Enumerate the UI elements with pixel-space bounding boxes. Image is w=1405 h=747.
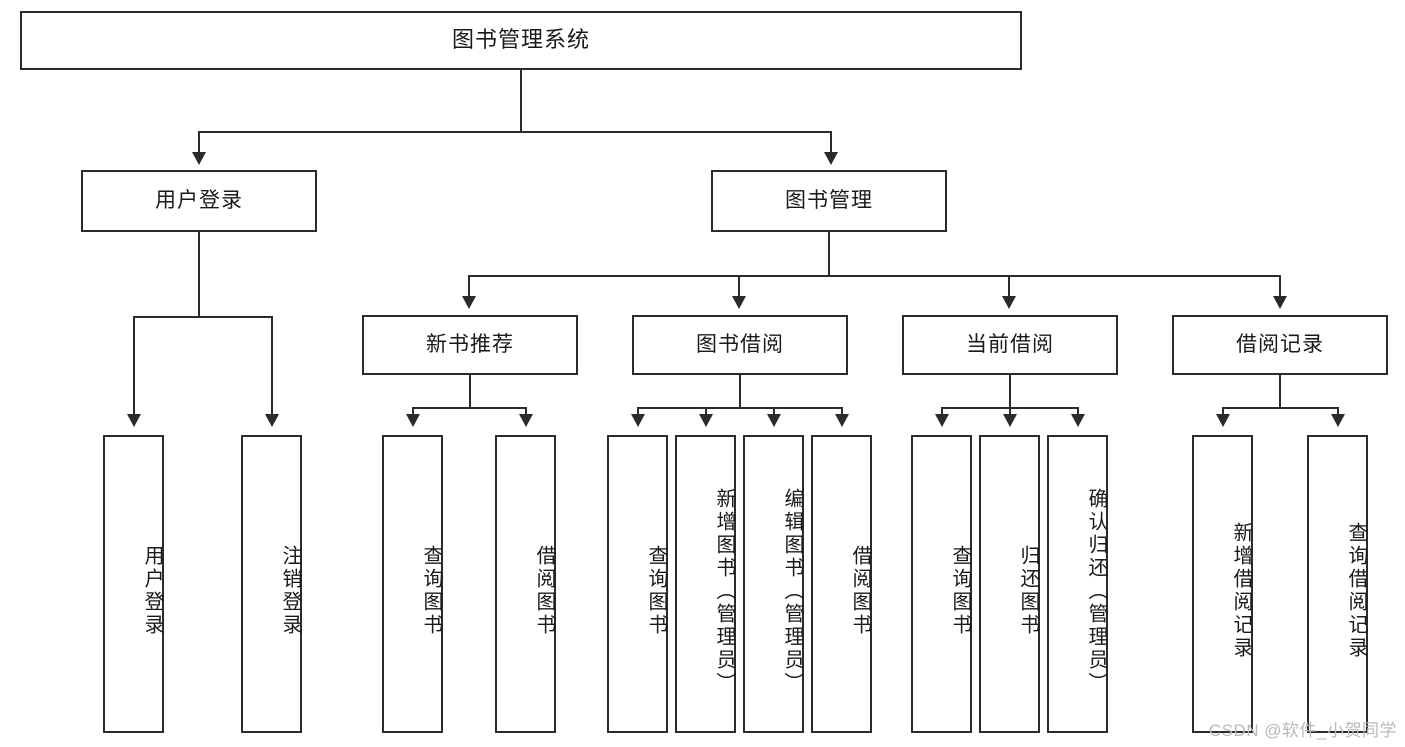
connector-br-stem <box>1279 375 1281 408</box>
node-current-borrow[interactable]: 当前借阅 <box>902 315 1118 375</box>
node-label: 图书管理 <box>785 189 873 213</box>
connector-bb-bus <box>637 407 843 409</box>
connector-root-drop-2 <box>830 131 832 153</box>
arrowhead-leaf-nbr-1 <box>406 414 420 427</box>
connector-bb-drop-3 <box>773 407 775 415</box>
connector-root-bus <box>198 131 832 133</box>
connector-cb-stem <box>1009 375 1011 408</box>
arrowhead-to-user-login <box>192 152 206 165</box>
connector-root-stem <box>520 70 522 132</box>
connector-nbr-drop-2 <box>525 407 527 415</box>
connector-user-login-drop-2 <box>271 316 273 415</box>
arrowhead-leaf-user-login-1 <box>127 414 141 427</box>
node-book-borrow[interactable]: 图书借阅 <box>632 315 848 375</box>
leaf-label: 新增图书（管理员） <box>713 487 735 695</box>
connector-l3-drop-2 <box>738 275 740 297</box>
node-user-login[interactable]: 用户登录 <box>81 170 317 232</box>
leaf-bb-borrow-book[interactable]: 借阅图书 <box>811 435 872 733</box>
connector-bb-drop-2 <box>705 407 707 415</box>
arrowhead-to-current-borrow <box>1002 296 1016 309</box>
node-borrow-record[interactable]: 借阅记录 <box>1172 315 1388 375</box>
connector-br-bus <box>1222 407 1338 409</box>
node-label: 当前借阅 <box>966 333 1054 357</box>
leaf-label: 查询图书 <box>420 545 442 637</box>
connector-bb-stem <box>739 375 741 408</box>
leaf-label: 查询图书 <box>645 545 667 637</box>
connector-root-drop-1 <box>198 131 200 153</box>
node-label: 图书管理系统 <box>451 27 590 53</box>
arrowhead-leaf-user-login-2 <box>265 414 279 427</box>
leaf-label: 借阅图书 <box>849 545 871 637</box>
leaf-label: 借阅图书 <box>533 545 555 637</box>
connector-br-drop-2 <box>1337 407 1339 415</box>
node-book-management[interactable]: 图书管理 <box>711 170 947 232</box>
connector-bb-drop-4 <box>841 407 843 415</box>
arrowhead-leaf-nbr-2 <box>519 414 533 427</box>
connector-nbr-stem <box>469 375 471 408</box>
arrowhead-leaf-cb-1 <box>935 414 949 427</box>
connector-l3-drop-1 <box>468 275 470 297</box>
arrowhead-to-book-borrow <box>732 296 746 309</box>
connector-br-drop-1 <box>1222 407 1224 415</box>
connector-cb-drop-1 <box>941 407 943 415</box>
leaf-label: 查询图书 <box>949 545 971 637</box>
leaf-br-add-record[interactable]: 新增借阅记录 <box>1192 435 1253 733</box>
node-label: 图书借阅 <box>696 333 784 357</box>
leaf-nbr-query-book[interactable]: 查询图书 <box>382 435 443 733</box>
arrowhead-leaf-bb-4 <box>835 414 849 427</box>
arrowhead-to-new-book-recommend <box>462 296 476 309</box>
arrowhead-leaf-cb-3 <box>1071 414 1085 427</box>
arrowhead-leaf-cb-2 <box>1003 414 1017 427</box>
node-label: 用户登录 <box>155 189 243 213</box>
node-root-book-management-system[interactable]: 图书管理系统 <box>20 11 1022 70</box>
arrowhead-leaf-bb-2 <box>699 414 713 427</box>
connector-book-management-bus <box>468 275 1280 277</box>
leaf-cb-confirm-return-admin[interactable]: 确认归还（管理员） <box>1047 435 1108 733</box>
connector-cb-drop-3 <box>1077 407 1079 415</box>
connector-nbr-drop-1 <box>412 407 414 415</box>
connector-bb-drop-1 <box>637 407 639 415</box>
leaf-cb-query-book[interactable]: 查询图书 <box>911 435 972 733</box>
leaf-label: 新增借阅记录 <box>1230 522 1252 660</box>
arrowhead-leaf-br-1 <box>1216 414 1230 427</box>
connector-l3-drop-3 <box>1008 275 1010 297</box>
arrowhead-to-book-management <box>824 152 838 165</box>
leaf-bb-edit-book-admin[interactable]: 编辑图书（管理员） <box>743 435 804 733</box>
connector-nbr-bus <box>412 407 526 409</box>
arrowhead-leaf-br-2 <box>1331 414 1345 427</box>
leaf-label: 用户登录 <box>141 545 163 637</box>
leaf-label: 编辑图书（管理员） <box>781 487 803 695</box>
connector-l3-drop-4 <box>1279 275 1281 297</box>
connector-user-login-stem <box>198 232 200 317</box>
node-new-book-recommend[interactable]: 新书推荐 <box>362 315 578 375</box>
connector-user-login-drop-1 <box>133 316 135 415</box>
connector-user-login-bus <box>133 316 271 318</box>
node-label: 新书推荐 <box>426 333 514 357</box>
arrowhead-leaf-bb-3 <box>767 414 781 427</box>
arrowhead-leaf-bb-1 <box>631 414 645 427</box>
leaf-user-login-logout[interactable]: 注销登录 <box>241 435 302 733</box>
connector-cb-drop-2 <box>1009 407 1011 415</box>
node-label: 借阅记录 <box>1236 333 1324 357</box>
leaf-user-login-login[interactable]: 用户登录 <box>103 435 164 733</box>
leaf-cb-return-book[interactable]: 归还图书 <box>979 435 1040 733</box>
leaf-bb-add-book-admin[interactable]: 新增图书（管理员） <box>675 435 736 733</box>
leaf-label: 归还图书 <box>1017 545 1039 637</box>
leaf-nbr-borrow-book[interactable]: 借阅图书 <box>495 435 556 733</box>
connector-book-management-stem <box>828 232 830 276</box>
leaf-label: 确认归还（管理员） <box>1085 487 1107 695</box>
leaf-bb-query-book[interactable]: 查询图书 <box>607 435 668 733</box>
leaf-br-query-record[interactable]: 查询借阅记录 <box>1307 435 1368 733</box>
leaf-label: 注销登录 <box>279 545 301 637</box>
arrowhead-to-borrow-record <box>1273 296 1287 309</box>
leaf-label: 查询借阅记录 <box>1345 522 1367 660</box>
